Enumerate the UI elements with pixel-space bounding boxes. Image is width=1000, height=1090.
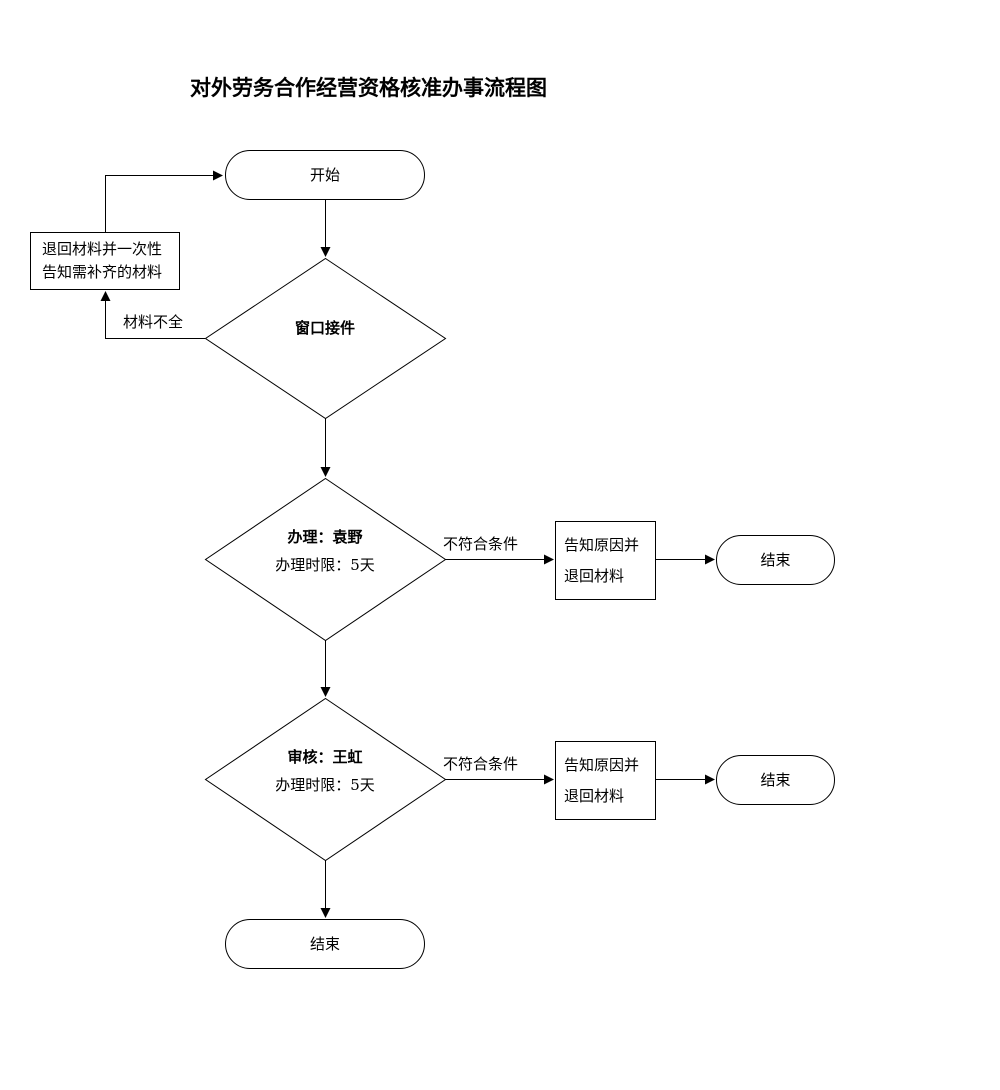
start-terminator-shape bbox=[225, 150, 425, 200]
end-terminator-2-label: 结束 bbox=[760, 771, 791, 789]
edge-label-materials-incomplete: 材料不全 bbox=[123, 313, 184, 331]
end-terminator-2-shape bbox=[716, 755, 835, 805]
edge-window-to-return bbox=[100, 291, 205, 339]
handle-decision-line1: 办理：袁野 bbox=[287, 528, 363, 546]
edge-label-not-meet-conditions-2: 不符合条件 bbox=[443, 755, 519, 773]
notify-return-box-1-label: 告知原因并 退回材料 bbox=[555, 521, 656, 600]
window-accept-decision-label: 窗口接件 bbox=[294, 319, 355, 337]
end-terminator-final-shape bbox=[225, 919, 425, 969]
return-materials-box-label: 退回材料并一次性 告知需补齐的材料 bbox=[30, 232, 180, 290]
end-terminator-final-label: 结束 bbox=[309, 935, 340, 953]
return-materials-line2: 告知需补齐的材料 bbox=[42, 263, 163, 281]
notify-return-1-line2: 退回材料 bbox=[564, 566, 625, 585]
end-terminator-1-label: 结束 bbox=[760, 551, 791, 569]
notify-return-box-1-shape bbox=[555, 521, 656, 600]
notify-return-box-2-shape bbox=[555, 741, 656, 820]
return-materials-box-shape bbox=[30, 232, 180, 290]
review-decision-line2: 办理时限：5天 bbox=[275, 776, 375, 794]
notify-return-2-line1: 告知原因并 bbox=[564, 755, 640, 774]
end-terminator-1-shape bbox=[716, 535, 835, 585]
page-title: 对外劳务合作经营资格核准办事流程图 bbox=[190, 75, 547, 100]
start-terminator-label: 开始 bbox=[309, 166, 340, 184]
edge-label-not-meet-conditions-1: 不符合条件 bbox=[443, 535, 519, 553]
window-accept-decision-shape bbox=[204, 257, 447, 420]
notify-return-box-2-label: 告知原因并 退回材料 bbox=[555, 741, 656, 820]
review-decision-line1: 审核：王虹 bbox=[287, 748, 363, 766]
edge-return-to-start bbox=[105, 170, 223, 232]
notify-return-1-line1: 告知原因并 bbox=[564, 535, 640, 554]
handle-decision-line2: 办理时限：5天 bbox=[275, 556, 375, 574]
return-materials-line1: 退回材料并一次性 bbox=[42, 240, 163, 258]
notify-return-2-line2: 退回材料 bbox=[564, 786, 625, 805]
